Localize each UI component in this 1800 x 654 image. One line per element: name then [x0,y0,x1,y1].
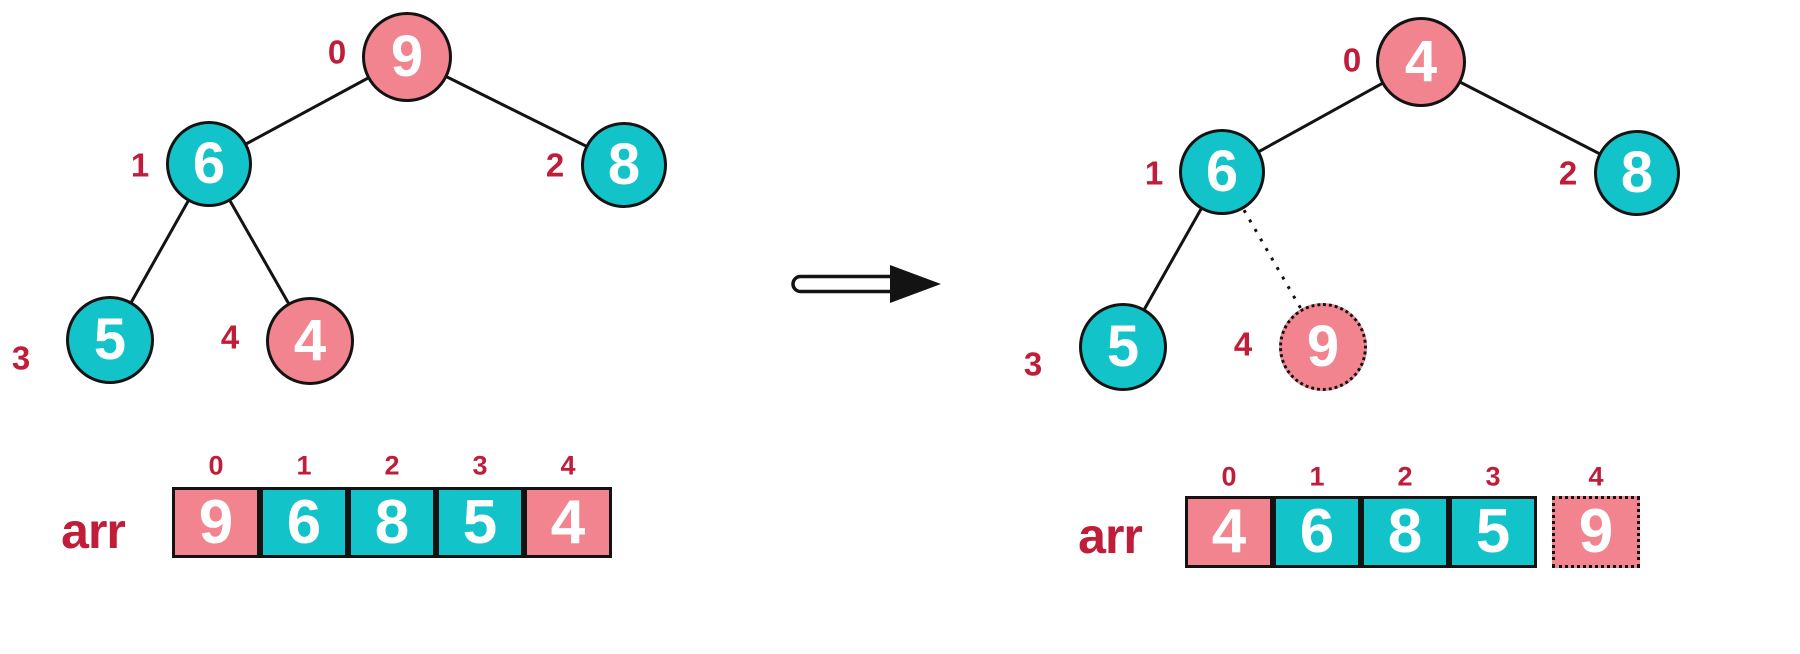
array-cell-index-right-1: 1 [1309,461,1325,492]
tree-node-right-4: 4 [1376,17,1466,107]
array-cell-index-left-3: 3 [472,450,488,481]
tree-node-index-right-2: 2 [1558,154,1578,192]
tree-node-left-9: 9 [362,12,452,102]
array-cell-left-0: 9 [172,487,260,558]
tree-node-index-left-3: 3 [11,339,31,377]
array-cell-index-right-3: 3 [1485,461,1501,492]
tree-node-right-9: 9 [1279,303,1367,391]
array-cell-index-left-1: 1 [296,450,312,481]
tree-node-left-4: 4 [266,297,354,385]
tree-node-index-left-4: 4 [220,318,240,356]
array-label-left: arr [61,503,126,559]
array-cell-right-2: 8 [1361,496,1449,568]
array-cell-right-4: 9 [1552,496,1640,568]
array-cell-index-right-2: 2 [1397,461,1413,492]
right-arrow-head-icon [890,265,941,303]
tree-node-right-8: 8 [1594,130,1680,216]
array-cell-index-left-4: 4 [560,450,576,481]
tree-node-right-5: 5 [1079,303,1167,391]
array-cell-index-right-4: 4 [1588,461,1604,492]
array-cell-index-right-0: 0 [1221,461,1237,492]
array-cell-right-3: 5 [1449,496,1537,568]
tree-node-index-right-0: 0 [1342,41,1362,79]
tree-node-index-left-1: 1 [130,146,150,184]
array-label-right: arr [1078,508,1143,564]
tree-node-left-6: 6 [166,121,252,207]
array-cell-left-1: 6 [260,487,348,558]
tree-node-index-right-4: 4 [1233,325,1253,363]
tree-node-index-right-1: 1 [1144,154,1164,192]
array-cell-left-2: 8 [348,487,436,558]
tree-node-left-5: 5 [66,296,154,384]
tree-node-index-left-2: 2 [545,146,565,184]
tree-node-right-6: 6 [1179,129,1265,215]
array-cell-right-0: 4 [1185,496,1273,568]
tree-node-index-right-3: 3 [1023,345,1043,383]
right-arrow-shaft [791,274,902,294]
tree-node-left-8: 8 [581,122,667,208]
array-cell-right-1: 6 [1273,496,1361,568]
array-cell-index-left-2: 2 [384,450,400,481]
array-cell-left-4: 4 [524,487,612,558]
array-cell-index-left-0: 0 [208,450,224,481]
array-cell-left-3: 5 [436,487,524,558]
tree-node-index-left-0: 0 [327,33,347,71]
